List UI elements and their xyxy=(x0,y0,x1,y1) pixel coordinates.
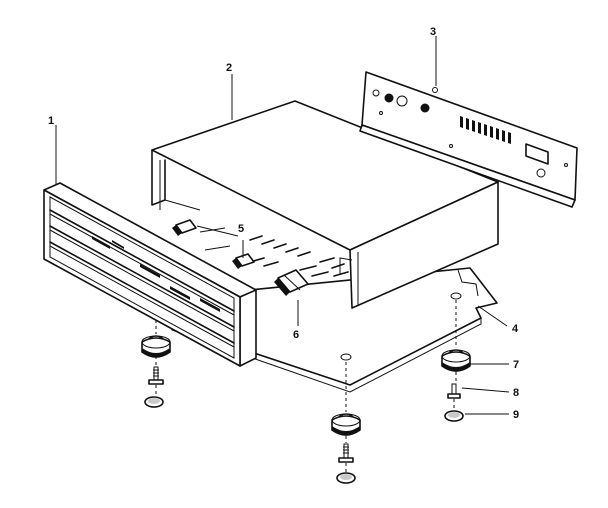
cabinet-cover xyxy=(151,100,499,309)
washer-right xyxy=(444,410,464,422)
washer-left xyxy=(144,396,164,408)
screw-left xyxy=(148,366,164,385)
foot-center xyxy=(331,413,361,436)
front-grille-panel xyxy=(43,182,257,367)
connector-upper xyxy=(172,219,197,236)
callout-8: 8 xyxy=(513,387,519,399)
callout-6: 6 xyxy=(293,329,299,341)
callout-1: 1 xyxy=(48,115,54,127)
callout-9: 9 xyxy=(513,409,519,421)
slide-switch xyxy=(274,269,309,296)
callout-4: 4 xyxy=(512,323,519,335)
chassis-vents xyxy=(199,227,349,277)
callout-3: 3 xyxy=(430,26,436,38)
screw-center xyxy=(338,443,354,463)
callout-7: 7 xyxy=(513,359,519,371)
foot-left xyxy=(141,335,171,358)
callout-5: 5 xyxy=(238,223,244,235)
callout-2: 2 xyxy=(226,62,232,74)
connector-lower xyxy=(232,253,255,269)
leader-lines xyxy=(55,36,510,415)
assembly-guides xyxy=(155,300,457,472)
screw-right xyxy=(447,383,461,399)
foot-right xyxy=(441,349,471,372)
rear-panel xyxy=(359,71,578,208)
washer-center xyxy=(336,472,356,484)
